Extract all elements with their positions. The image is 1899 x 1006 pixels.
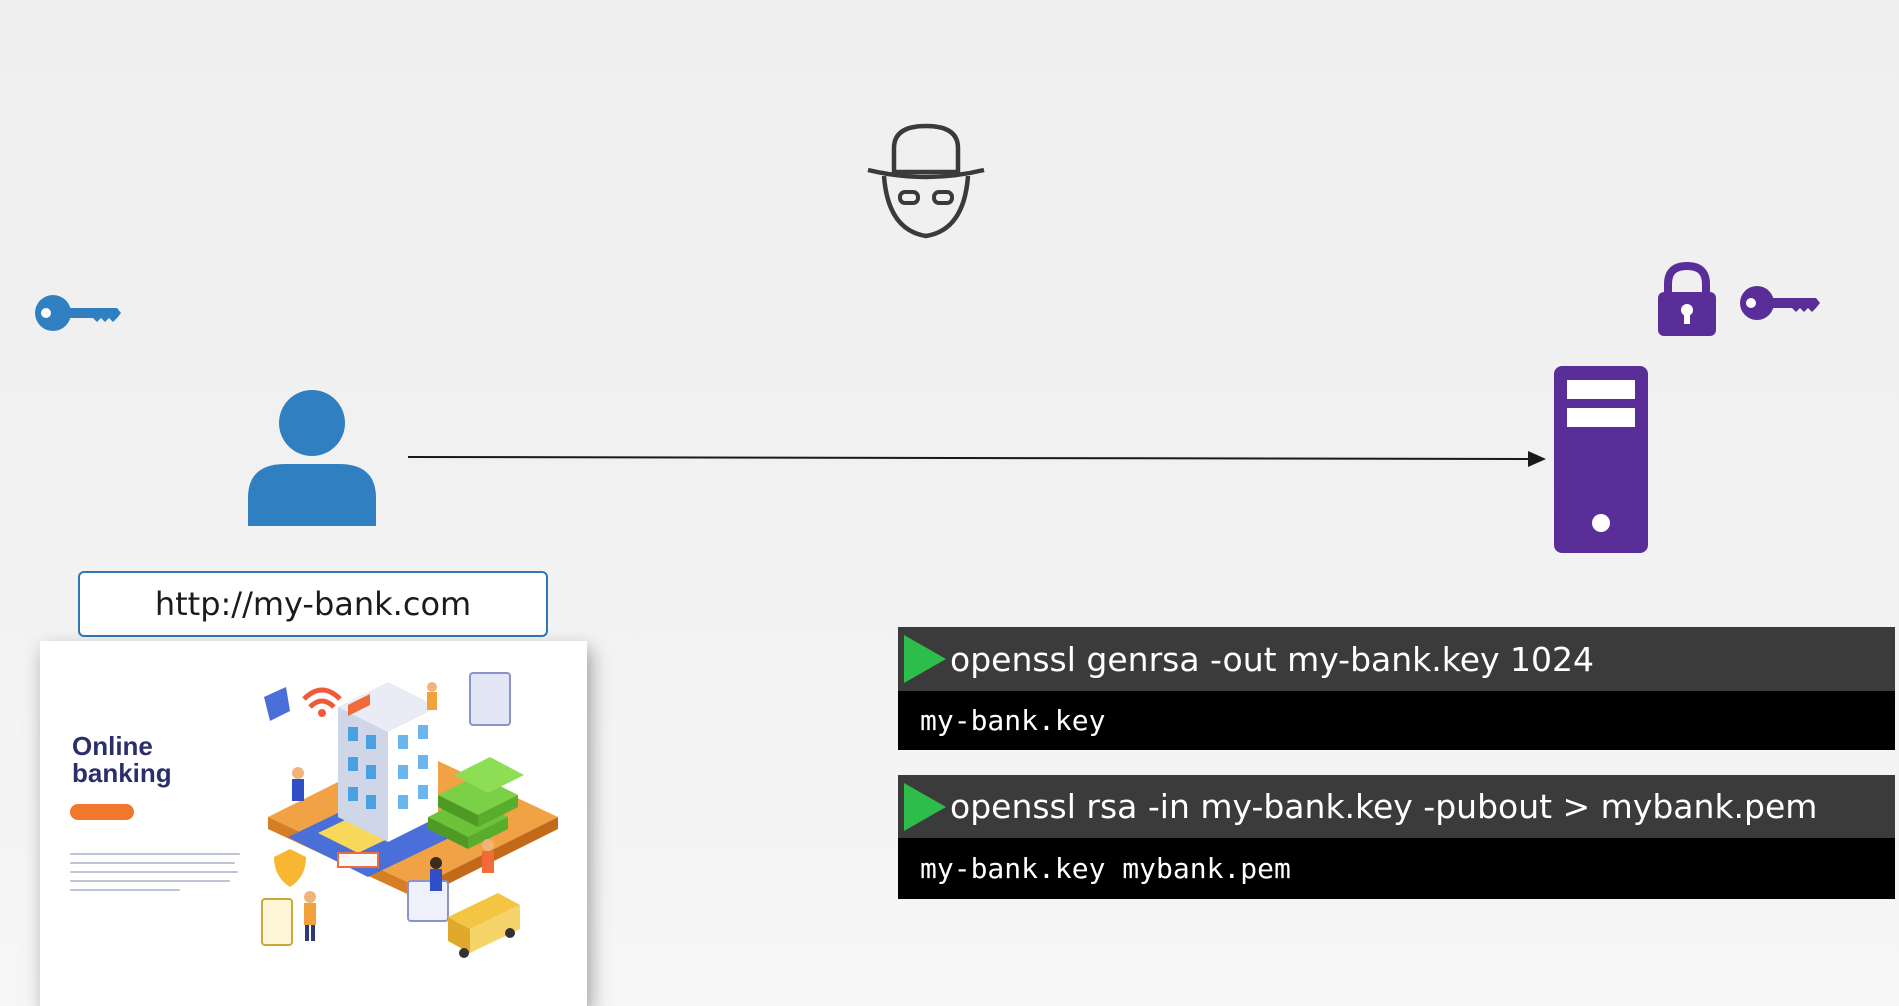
- output-text-2: my-bank.key mybank.pem: [920, 852, 1291, 885]
- website-title-line1: Online: [72, 731, 153, 761]
- server-key-icon: [1740, 286, 1820, 320]
- user-icon: [248, 390, 376, 526]
- terminal-command-1: openssl genrsa -out my-bank.key 1024: [898, 627, 1895, 691]
- website-body-text: [70, 853, 240, 898]
- url-text: http://my-bank.com: [154, 585, 472, 623]
- url-bar[interactable]: http://my-bank.com: [78, 571, 548, 637]
- client-key-icon: [35, 295, 121, 331]
- play-icon: [904, 782, 946, 831]
- hacker-icon: [867, 123, 985, 239]
- get-started-button[interactable]: [70, 804, 134, 820]
- output-text-1: my-bank.key: [920, 704, 1106, 737]
- arrow-icon: [408, 451, 1546, 467]
- website-preview: Online banking: [40, 641, 587, 1006]
- banking-illustration: [261, 672, 558, 958]
- website-title-line2: banking: [72, 758, 172, 788]
- server-icon: [1554, 366, 1648, 553]
- lock-icon: [1658, 262, 1716, 336]
- terminal-command-2: openssl rsa -in my-bank.key -pubout > my…: [898, 775, 1895, 838]
- terminal-output-2: my-bank.key mybank.pem: [898, 838, 1895, 899]
- play-icon: [904, 635, 946, 683]
- command-text-2: openssl rsa -in my-bank.key -pubout > my…: [950, 787, 1818, 826]
- website-title: Online banking: [72, 733, 172, 787]
- command-text-1: openssl genrsa -out my-bank.key 1024: [950, 639, 1595, 679]
- terminal-output-1: my-bank.key: [898, 691, 1895, 750]
